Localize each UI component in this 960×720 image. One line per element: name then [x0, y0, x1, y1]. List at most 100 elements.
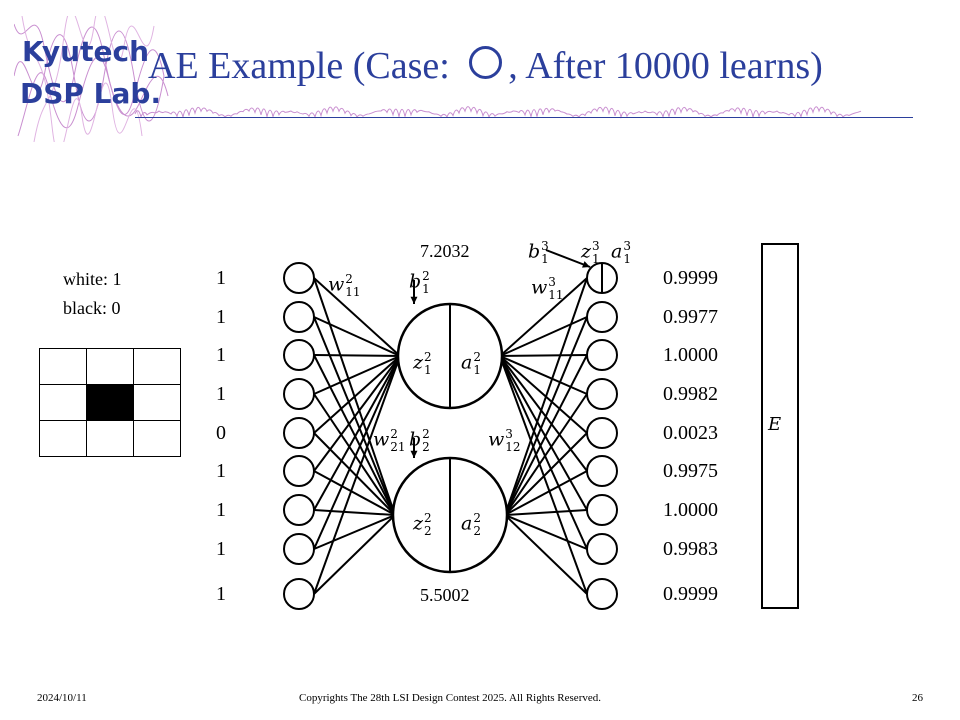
- connection-line: [499, 355, 588, 472]
- hidden-bottom-value: 5.5002: [420, 585, 470, 605]
- footer-date: 2024/10/11: [37, 692, 87, 704]
- connection-line: [313, 355, 401, 595]
- connection-line: [313, 432, 396, 516]
- lab-logo: Kyutech DSP Lab.: [14, 16, 204, 142]
- grid-cell-white: [86, 420, 134, 457]
- grid-cell-white: [39, 384, 87, 421]
- connection-line: [313, 514, 396, 550]
- output-node: [586, 339, 618, 371]
- connection-line: [313, 277, 401, 357]
- connection-line: [499, 355, 588, 550]
- input-value: 1: [216, 499, 226, 521]
- bias-arrow-head: [410, 296, 418, 304]
- grid-row: [39, 348, 181, 385]
- output-value: 0.0023: [663, 422, 718, 444]
- slide-title: AE Example (Case: , After 10000 learns): [148, 46, 823, 85]
- connection-line: [313, 355, 401, 472]
- footer-copyright: Copyrights The 28th LSI Design Contest 2…: [299, 692, 601, 704]
- output-node: [586, 301, 618, 333]
- bias-arrow: [545, 249, 591, 268]
- hidden-top-value: 7.2032: [420, 241, 470, 261]
- grid-cell-white: [39, 348, 87, 385]
- connection-line: [313, 509, 396, 516]
- connection-line: [313, 355, 401, 550]
- connection-line: [504, 514, 588, 550]
- connection-line: [504, 354, 588, 516]
- wave-pattern-icon: [14, 16, 169, 142]
- output-node: [586, 533, 618, 565]
- connection-line: [499, 355, 588, 511]
- input-node: [283, 455, 315, 487]
- logo-line-2: DSP Lab.: [20, 77, 162, 110]
- output-node: [586, 417, 618, 449]
- connection-line: [504, 509, 588, 516]
- input-node: [283, 378, 315, 410]
- input-value: 1: [216, 383, 226, 405]
- grid-cell-white: [39, 420, 87, 457]
- grid-cell-white: [133, 384, 181, 421]
- connection-line: [313, 514, 396, 595]
- connection-line: [504, 432, 588, 516]
- input-node: [283, 578, 315, 610]
- input-value: 1: [216, 306, 226, 328]
- output-value: 0.9999: [663, 583, 718, 605]
- grid-cell-white: [133, 420, 181, 457]
- connection-line: [499, 354, 588, 357]
- output-value: 0.9975: [663, 460, 718, 482]
- input-node: [283, 301, 315, 333]
- input-value: 0: [216, 422, 226, 444]
- input-node: [283, 494, 315, 526]
- input-node: [283, 417, 315, 449]
- connection-line: [499, 316, 588, 357]
- bias-arrow-head: [582, 261, 590, 268]
- connection-line: [313, 355, 401, 511]
- output-node: [586, 578, 618, 610]
- input-node: [283, 339, 315, 371]
- input-value: 1: [216, 538, 226, 560]
- output-value: 1.0000: [663, 344, 718, 366]
- connection-line: [499, 355, 588, 395]
- title-underline: [135, 117, 913, 118]
- input-value: 1: [216, 344, 226, 366]
- output-node: [586, 494, 618, 526]
- legend-white: white: 1: [63, 269, 122, 289]
- connection-line: [313, 316, 401, 357]
- connection-line: [504, 514, 588, 595]
- input-pattern-grid: [39, 348, 181, 457]
- input-value: 1: [216, 267, 226, 289]
- connection-line: [313, 354, 401, 357]
- output-node: [586, 378, 618, 410]
- output-value: 0.9983: [663, 538, 718, 560]
- legend-black: black: 0: [63, 298, 121, 318]
- connection-line: [313, 355, 401, 395]
- input-node: [283, 262, 315, 294]
- connection-line: [313, 470, 396, 516]
- connection-line: [504, 470, 588, 516]
- grid-cell-white: [86, 348, 134, 385]
- grid-cell-black: [86, 384, 134, 421]
- error-label: E: [768, 414, 782, 435]
- output-node: [586, 455, 618, 487]
- title-suffix: , After 10000 learns): [508, 45, 823, 87]
- input-value: 1: [216, 583, 226, 605]
- title-prefix: AE Example (Case:: [148, 45, 460, 87]
- connection-line: [499, 277, 588, 357]
- input-value: 1: [216, 460, 226, 482]
- connection-line: [313, 354, 396, 516]
- circle-symbol-icon: [469, 46, 503, 79]
- output-value: 0.9977: [663, 306, 718, 328]
- output-value: 0.9982: [663, 383, 718, 405]
- input-node: [283, 533, 315, 565]
